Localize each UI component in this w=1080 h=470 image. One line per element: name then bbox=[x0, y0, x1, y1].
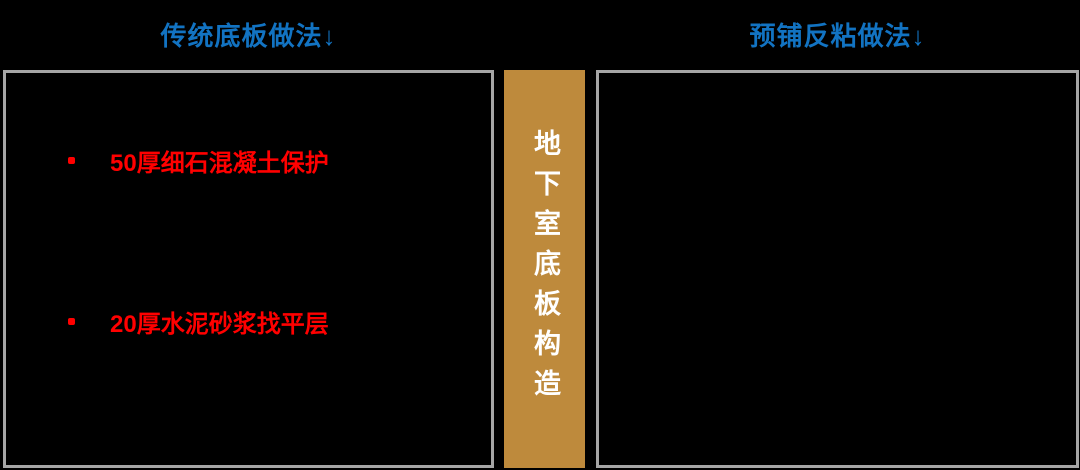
divider-vertical-label: 地下室底板构造 bbox=[530, 129, 560, 409]
annotation-label: 50厚细石混凝土保护 bbox=[110, 149, 329, 177]
left-column-title: 传统底板做法↓ bbox=[160, 21, 337, 51]
preapplied-method-panel bbox=[596, 70, 1079, 468]
traditional-method-panel: 50厚细石混凝土保护 20厚水泥砂浆找平层 bbox=[3, 70, 494, 468]
right-column-title: 预铺反粘做法↓ bbox=[749, 21, 926, 51]
annotation-label: 20厚水泥砂浆找平层 bbox=[110, 310, 329, 338]
annotation-row: 50厚细石混凝土保护 bbox=[68, 146, 329, 177]
annotation-row: 20厚水泥砂浆找平层 bbox=[68, 307, 329, 338]
center-divider-bar: 地下室底板构造 bbox=[504, 70, 585, 468]
bullet-icon bbox=[68, 317, 75, 325]
bullet-icon bbox=[68, 156, 75, 164]
